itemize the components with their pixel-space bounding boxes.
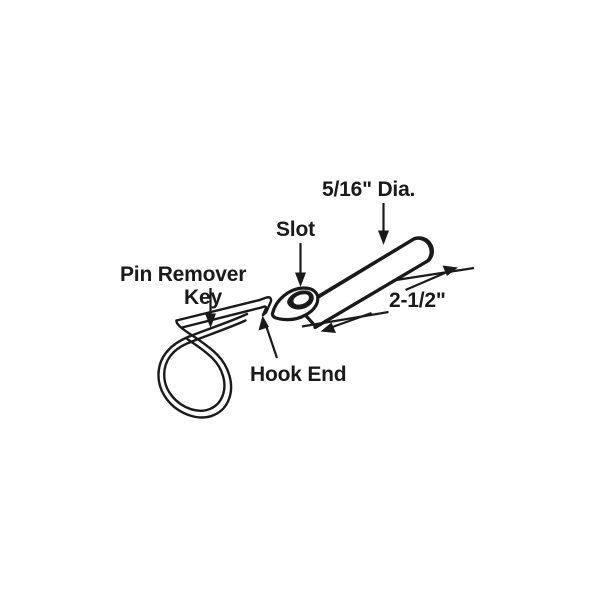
label-slot: Slot (276, 218, 315, 241)
label-pin-remover-key-line2: Key (184, 286, 222, 309)
leader-pin-remover-key (205, 288, 216, 328)
label-hook-end: Hook End (250, 363, 346, 386)
label-length-dimension: 2-1/2" (389, 289, 446, 312)
hook-end-feature (258, 296, 273, 317)
dimension-length (301, 265, 475, 333)
leader-slot (295, 243, 306, 287)
slot-feature (270, 286, 320, 322)
leader-diameter (378, 203, 389, 245)
label-diameter: 5/16" Dia. (322, 178, 415, 201)
pin-body (297, 236, 434, 330)
leader-hook-end (258, 315, 279, 359)
label-pin-remover-key-line1: Pin Remover (120, 263, 246, 286)
wire-key (157, 296, 273, 419)
